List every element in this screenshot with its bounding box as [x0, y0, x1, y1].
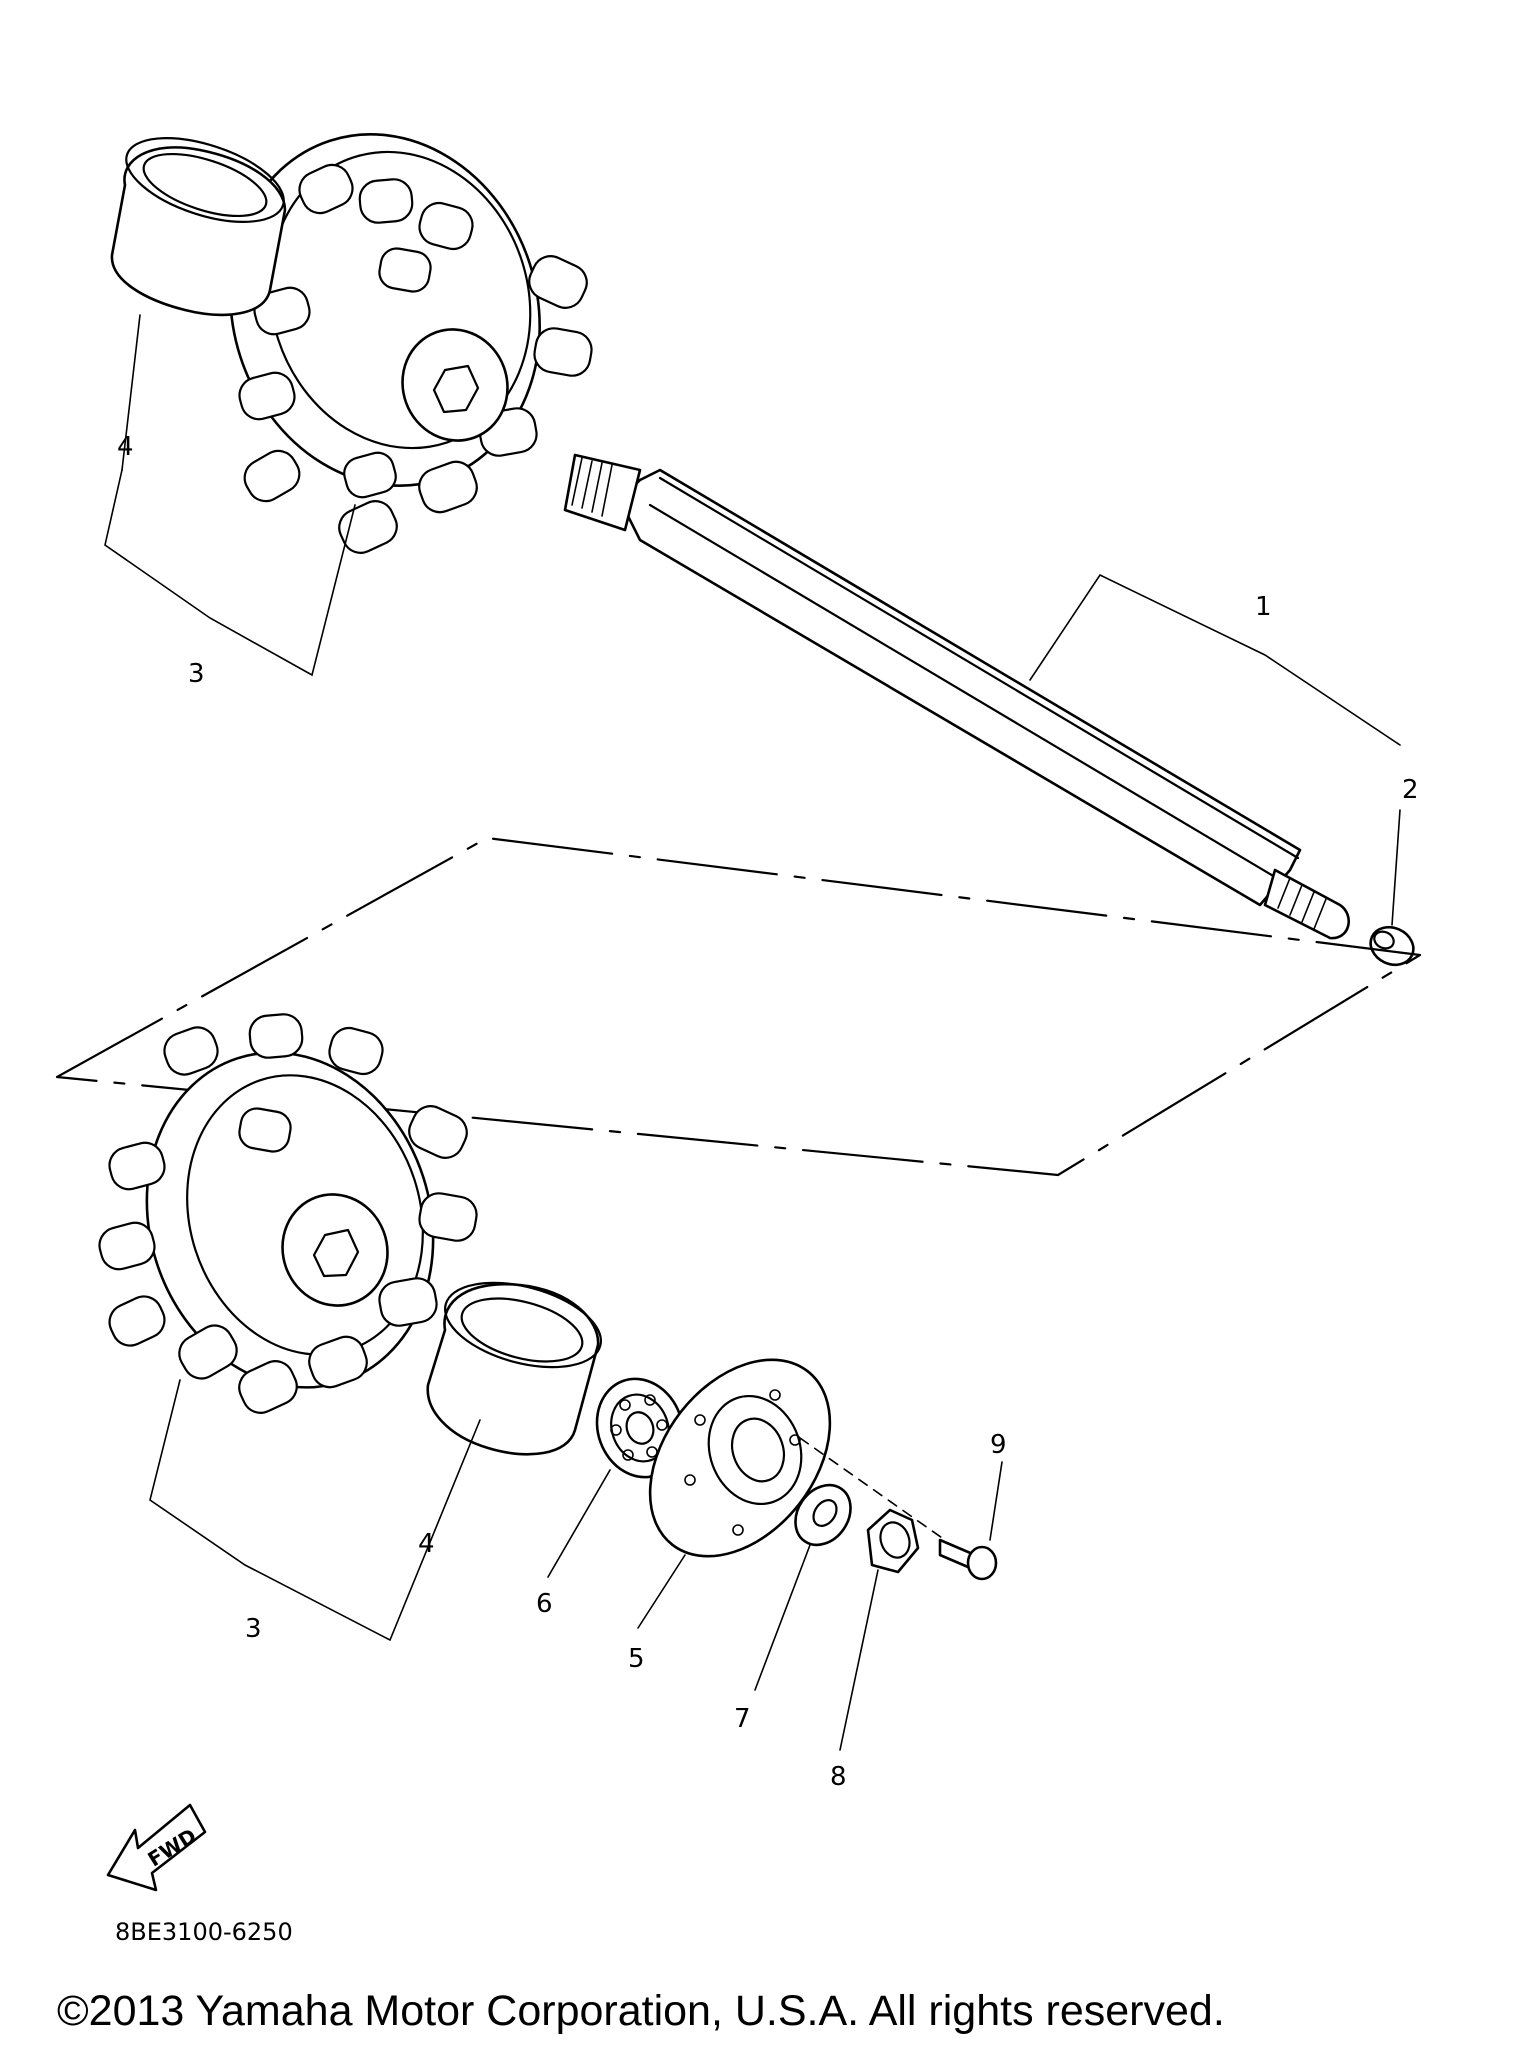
callout-8: 8 [830, 1762, 847, 1792]
callout-5: 5 [628, 1644, 645, 1674]
forward-arrow-icon: FWD [108, 1805, 205, 1890]
callout-3-bottom: 3 [245, 1614, 262, 1644]
lower-idler-wheel [428, 1268, 610, 1455]
leader-lines [105, 315, 1400, 1750]
callout-4-top: 4 [117, 432, 134, 462]
callout-1: 1 [1255, 592, 1272, 622]
bearing-housing-flange [613, 1325, 867, 1591]
callout-9: 9 [990, 1430, 1007, 1460]
hex-nut [868, 1510, 918, 1572]
lower-sprocket-wheel [95, 1013, 479, 1425]
callout-4-bottom: 4 [418, 1529, 435, 1559]
upper-sprocket-wheel [185, 94, 594, 559]
upper-idler-wheel [112, 121, 294, 314]
drive-axle-shaft [565, 455, 1349, 938]
callout-3-top: 3 [188, 659, 205, 689]
shaft-end-plug [1364, 920, 1419, 971]
flat-washer [784, 1474, 862, 1555]
callout-7: 7 [734, 1704, 751, 1734]
assembly-outline [57, 838, 1420, 1175]
callout-6: 6 [536, 1589, 553, 1619]
copyright-notice: ©2013 Yamaha Motor Corporation, U.S.A. A… [57, 1987, 1225, 2035]
callout-2: 2 [1402, 775, 1419, 805]
flange-bolt [940, 1540, 996, 1579]
drawing-code: 8BE3100-6250 [115, 1918, 293, 1946]
